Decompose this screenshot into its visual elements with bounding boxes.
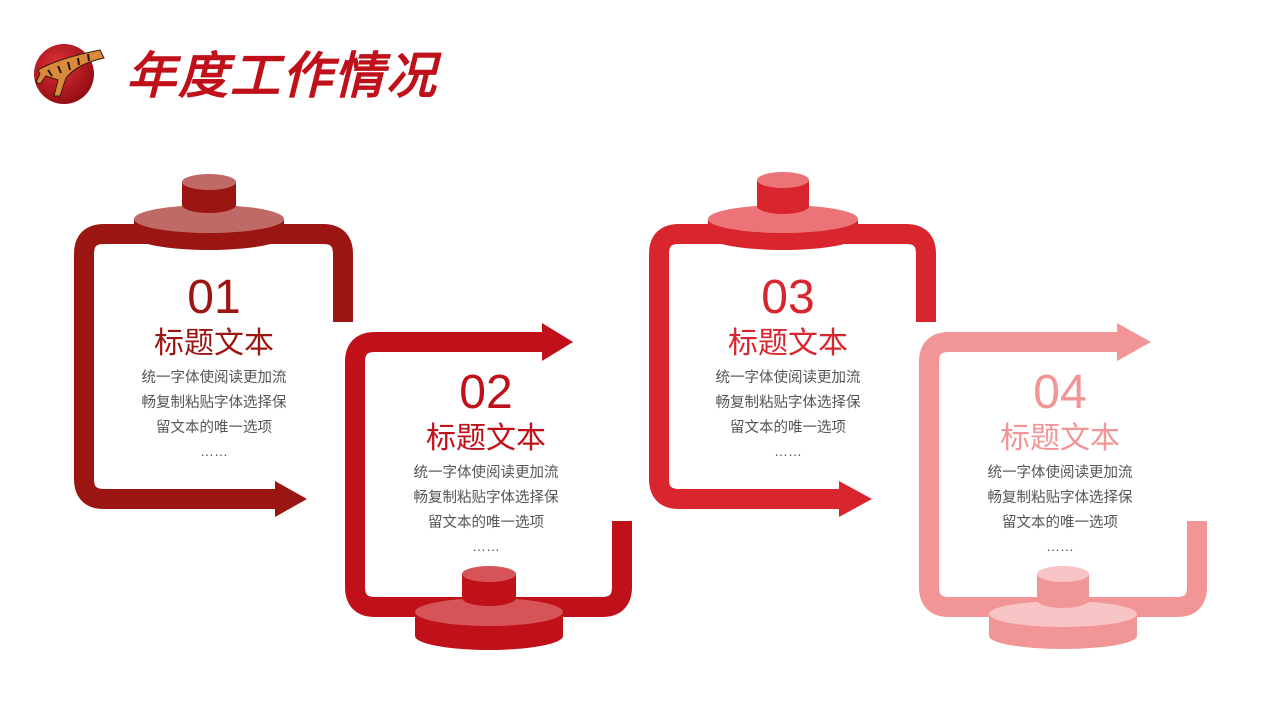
step-description: 统一字体使阅读更加流 畅复制粘贴字体选择保 留文本的唯一选项 [114,366,314,441]
step-heading: 标题文本 [960,421,1160,457]
step-heading: 标题文本 [114,326,314,362]
step-number: 03 [688,270,888,326]
step-4-cylinder-icon [989,566,1137,649]
step-2-text: 02 标题文本 统一字体使阅读更加流 畅复制粘贴字体选择保 留文本的唯一选项 …… [386,365,586,556]
step-2-cylinder-icon [415,566,563,650]
ellipsis: …… [688,441,888,461]
ellipsis: …… [960,536,1160,556]
step-1-cylinder-icon [134,174,284,250]
step-number: 04 [960,365,1160,421]
step-4-text: 04 标题文本 统一字体使阅读更加流 畅复制粘贴字体选择保 留文本的唯一选项 …… [960,365,1160,556]
step-3-text: 03 标题文本 统一字体使阅读更加流 畅复制粘贴字体选择保 留文本的唯一选项 …… [688,270,888,461]
ellipsis: …… [386,536,586,556]
ellipsis: …… [114,441,314,461]
step-description: 统一字体使阅读更加流 畅复制粘贴字体选择保 留文本的唯一选项 [688,366,888,441]
step-heading: 标题文本 [688,326,888,362]
step-3-cylinder-icon [708,172,858,250]
step-heading: 标题文本 [386,421,586,457]
step-description: 统一字体使阅读更加流 畅复制粘贴字体选择保 留文本的唯一选项 [960,461,1160,536]
step-description: 统一字体使阅读更加流 畅复制粘贴字体选择保 留文本的唯一选项 [386,461,586,536]
step-1-text: 01 标题文本 统一字体使阅读更加流 畅复制粘贴字体选择保 留文本的唯一选项 …… [114,270,314,461]
step-number: 02 [386,365,586,421]
step-number: 01 [114,270,314,326]
